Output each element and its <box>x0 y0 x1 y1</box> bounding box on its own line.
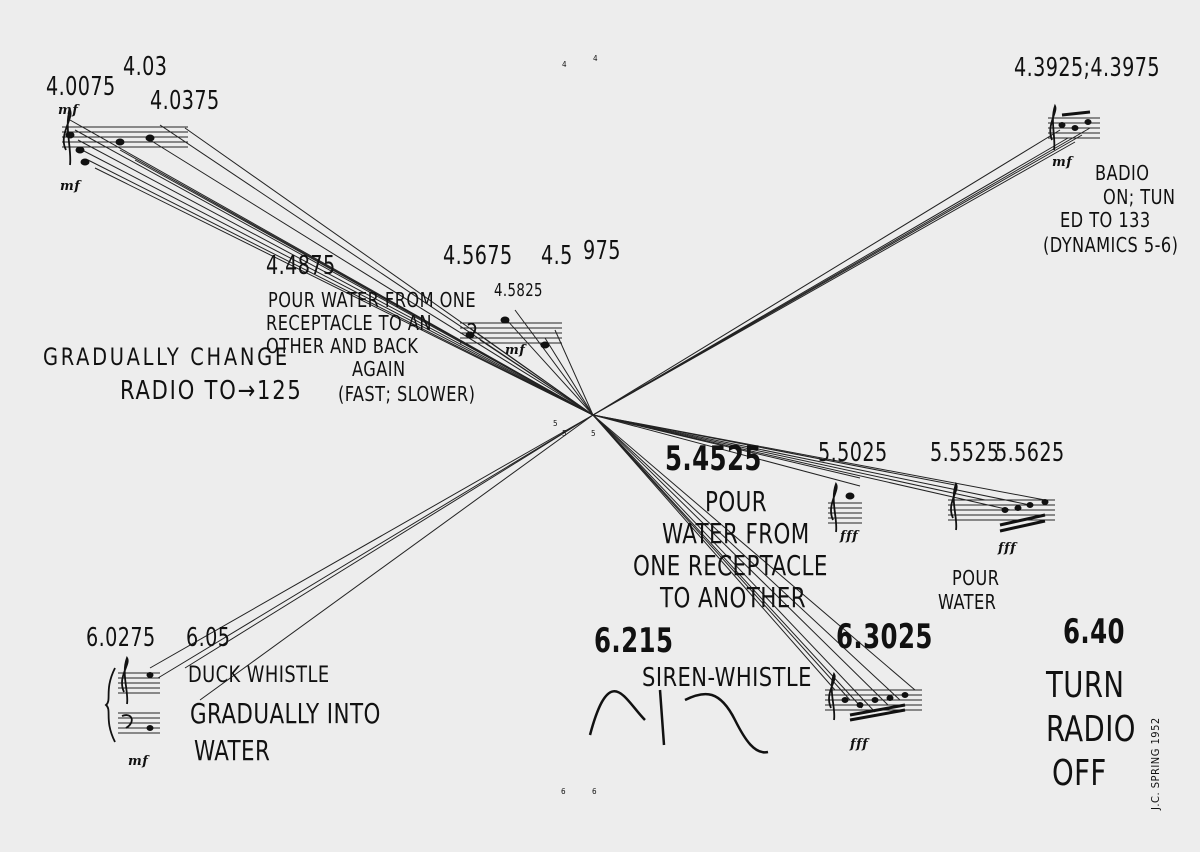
duck-whistle-line-2: GRADUALLY INTO <box>190 697 381 730</box>
timing-4-5675: 4.5675 <box>443 241 513 271</box>
pour-water-line-1: POUR <box>952 566 1000 590</box>
page-mark-top-left: 4 <box>562 60 567 69</box>
pour-another-line-3: ONE RECEPTACLE <box>633 549 828 582</box>
timing-5-5525: 5.5525 <box>930 438 1000 468</box>
pour-back-line-4: AGAIN <box>352 357 406 381</box>
dynamic-mf-5: mf <box>128 754 149 769</box>
timing-6-3025: 6.3025 <box>836 617 933 657</box>
timing-4-4875: 4.4875 <box>266 251 336 281</box>
turn-radio-off-line-2: RADIO <box>1046 709 1136 750</box>
pour-another-line-1: POUR <box>705 485 768 518</box>
timing-5-4525: 5.4525 <box>665 439 762 479</box>
timing-6-215: 6.215 <box>594 621 674 661</box>
dynamic-mf-3: mf <box>505 343 526 358</box>
radio-on-line-4: (DYNAMICS 5-6) <box>1043 233 1179 257</box>
turn-radio-off-line-1: TURN <box>1046 665 1125 706</box>
turn-radio-off-line-3: OFF <box>1052 753 1107 794</box>
duck-whistle-line-1: DUCK WHISTLE <box>188 663 330 688</box>
dynamic-mf-4: mf <box>1052 155 1073 170</box>
timing-5-5025: 5.5025 <box>818 438 888 468</box>
timing-6-05: 6.05 <box>186 623 231 653</box>
pour-back-line-2: RECEPTACLE TO AN <box>266 311 432 335</box>
timing-4-5: 4.5 <box>541 241 573 271</box>
pour-back-line-3: OTHER AND BACK <box>266 334 419 358</box>
pour-back-line-5: (FAST; SLOWER) <box>338 382 476 406</box>
siren-whistle-label: SIREN-WHISTLE <box>642 663 812 693</box>
note-glyphs <box>65 119 1092 731</box>
page-mark-top-right: 4 <box>593 54 598 63</box>
page-mark-mid-right: 5 <box>591 429 596 438</box>
radio-change-line-1: GRADUALLY CHANGE <box>43 343 290 371</box>
pour-back-line-1: POUR WATER FROM ONE <box>268 288 477 312</box>
duck-whistle-line-3: WATER <box>194 734 271 767</box>
timing-5-5625: 5.5625 <box>995 438 1065 468</box>
dynamic-fff-1: fff <box>840 529 859 544</box>
timing-4-5825: 4.5825 <box>494 280 543 301</box>
beams <box>849 110 1091 722</box>
timing-975: 975 <box>583 236 621 266</box>
radio-on-line-3: ED TO 133 <box>1060 208 1151 232</box>
dynamic-fff-2: fff <box>998 541 1017 556</box>
page-mark-bottom-right: 6 <box>592 787 597 796</box>
timing-4-3925: 4.3925;4.3975 <box>1014 53 1160 83</box>
timing-4-03: 4.03 <box>123 52 168 82</box>
clef-glyphs <box>62 103 1057 743</box>
timing-6-40: 6.40 <box>1063 612 1125 652</box>
page-mark-mid-left-a: 5 <box>553 419 558 428</box>
page-mark-bottom-left: 6 <box>561 787 566 796</box>
pour-water-line-2: WATER <box>938 590 997 614</box>
timing-4-0075: 4.0075 <box>46 72 116 102</box>
timing-4-0375: 4.0375 <box>150 86 220 116</box>
radio-on-line-2: ON; TUN <box>1103 185 1176 209</box>
timing-6-0275: 6.0275 <box>86 623 156 653</box>
dynamic-fff-3: fff <box>850 737 869 752</box>
dynamic-mf-2: mf <box>60 179 81 194</box>
page-mark-mid-left-b: 5 <box>562 429 567 438</box>
radio-change-line-2: RADIO TO→125 <box>120 376 303 406</box>
radio-on-line-1: BADIO <box>1095 161 1150 185</box>
signature: J.C. SPRING 1952 <box>1149 717 1162 810</box>
pour-another-line-2: WATER FROM <box>662 517 810 550</box>
dynamic-mf-1: mf <box>58 103 79 118</box>
pour-another-line-4: TO ANOTHER <box>660 581 807 614</box>
siren-curve <box>588 689 769 754</box>
